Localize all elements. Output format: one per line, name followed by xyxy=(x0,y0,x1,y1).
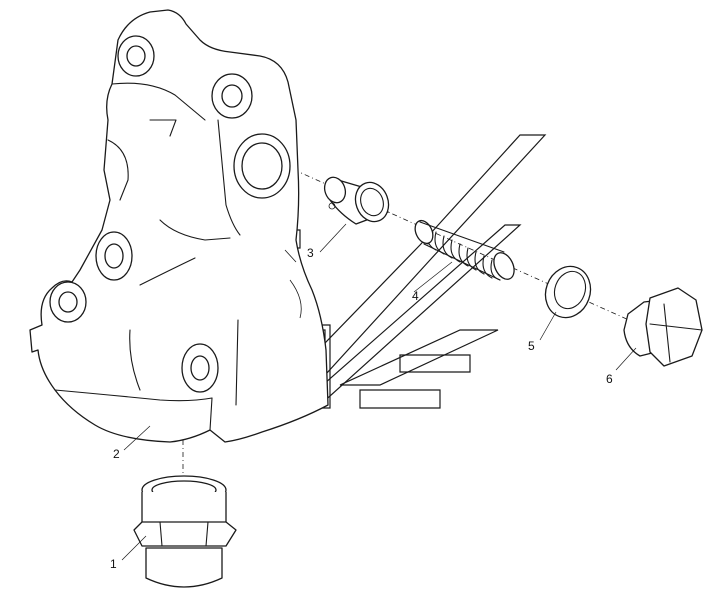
callout-2: 2 xyxy=(113,447,120,461)
callout-4: 4 xyxy=(412,289,419,303)
part-3-valve-sleeve xyxy=(323,176,390,225)
part-4-spring xyxy=(414,219,515,281)
part-2-housing xyxy=(29,9,329,443)
callout-3: 3 xyxy=(307,246,314,260)
part-6-hex-plug xyxy=(623,287,703,367)
callout-5: 5 xyxy=(528,339,535,353)
leader-lines xyxy=(121,223,637,561)
callout-1: 1 xyxy=(110,557,117,571)
part-1-threaded-fitting xyxy=(133,475,237,588)
part-5-sealing-ring xyxy=(544,265,592,319)
callout-labels: 1 2 3 4 5 6 xyxy=(110,246,613,571)
callout-6: 6 xyxy=(606,372,613,386)
